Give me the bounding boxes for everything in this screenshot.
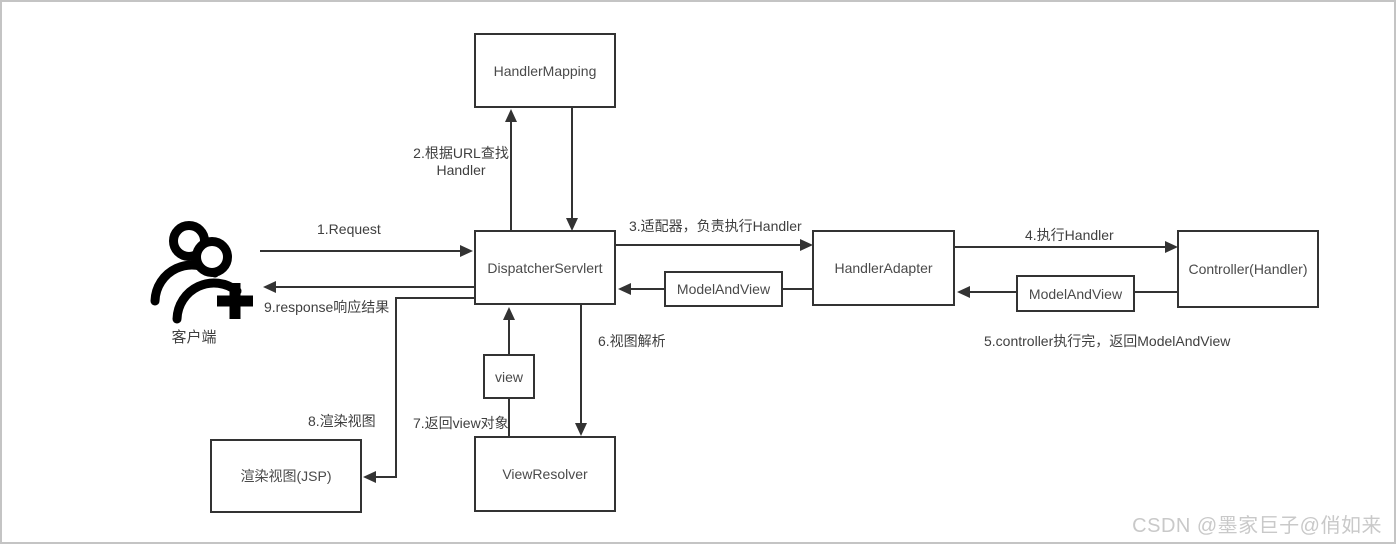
node-view-resolver: ViewResolver [474,436,616,512]
arrow-8-head [363,471,376,483]
arrow-8-h2-line [376,476,397,478]
arrow-6-head [575,423,587,436]
label-step5: 5.controller执行完，返回ModelAndView [984,333,1231,349]
mav-left-out-line [631,288,664,290]
node-handler-mapping: HandlerMapping [474,33,616,108]
node-model-and-view-right: ModelAndView [1016,275,1135,312]
arrow-9-response-head [263,281,276,293]
node-model-and-view-left-label: ModelAndView [676,281,771,297]
node-model-and-view-left: ModelAndView [664,271,783,307]
node-controller: Controller(Handler) [1177,230,1319,308]
node-handler-adapter-label: HandlerAdapter [834,260,933,276]
label-step2-line1: 2.根据URL查找 [413,145,509,161]
label-step4: 4.执行Handler [1025,227,1114,243]
arrow-8-h1-line [395,297,474,299]
mav-left-arrow-head [618,283,631,295]
mav-right-out-line [970,291,1016,293]
client-label: 客户端 [171,329,217,346]
arrow-8-v-line [395,297,397,478]
mav-right-in-line [1135,291,1177,293]
arrow-3-line [616,244,801,246]
node-model-and-view-right-label: ModelAndView [1028,285,1123,302]
arrow-2-up-head [505,109,517,122]
arrow-7-head [503,307,515,320]
arrow-4-line [955,246,1166,248]
label-step7: 7.返回view对象 [413,415,509,431]
label-step3: 3.适配器，负责执行Handler [629,218,802,234]
arrow-mapping-down-head [566,218,578,231]
arrow-1-request-line [260,250,461,252]
view-resolver-to-view-line [508,399,510,436]
node-dispatcher-servlet: DispatcherServlert [474,230,616,305]
node-handler-adapter: HandlerAdapter [812,230,955,306]
label-step8: 8.渲染视图 [308,413,376,429]
arrow-6-line [580,305,582,424]
watermark-text: CSDN @墨家巨子@俏如来 [1132,515,1382,537]
arrow-9-response-line [275,286,474,288]
node-controller-label: Controller(Handler) [1188,261,1308,277]
node-view-resolver-label: ViewResolver [502,466,588,482]
node-dispatcher-servlet-label: DispatcherServlert [487,259,603,276]
node-render-jsp: 渲染视图(JSP) [210,439,362,513]
mav-left-in-line [783,288,812,290]
arrow-4-head [1165,241,1178,253]
label-step6: 6.视图解析 [598,333,666,349]
arrow-2-up-line [510,121,512,230]
node-handler-mapping-label: HandlerMapping [493,62,597,79]
mav-right-arrow-head [957,286,970,298]
arrow-3-head [800,239,813,251]
arrow-mapping-down-line [571,108,573,219]
label-step2: 2.根据URL查找 Handler [405,145,517,179]
node-render-jsp-label: 渲染视图(JSP) [240,468,332,484]
group-add-icon [145,215,261,332]
arrow-1-request-head [460,245,473,257]
label-step2-line2: Handler [436,162,486,178]
view-to-dispatcher-line [508,319,510,354]
label-step1: 1.Request [317,221,381,237]
label-step9: 9.response响应结果 [264,299,390,315]
node-view-label: view [494,368,523,385]
node-view: view [483,354,535,399]
